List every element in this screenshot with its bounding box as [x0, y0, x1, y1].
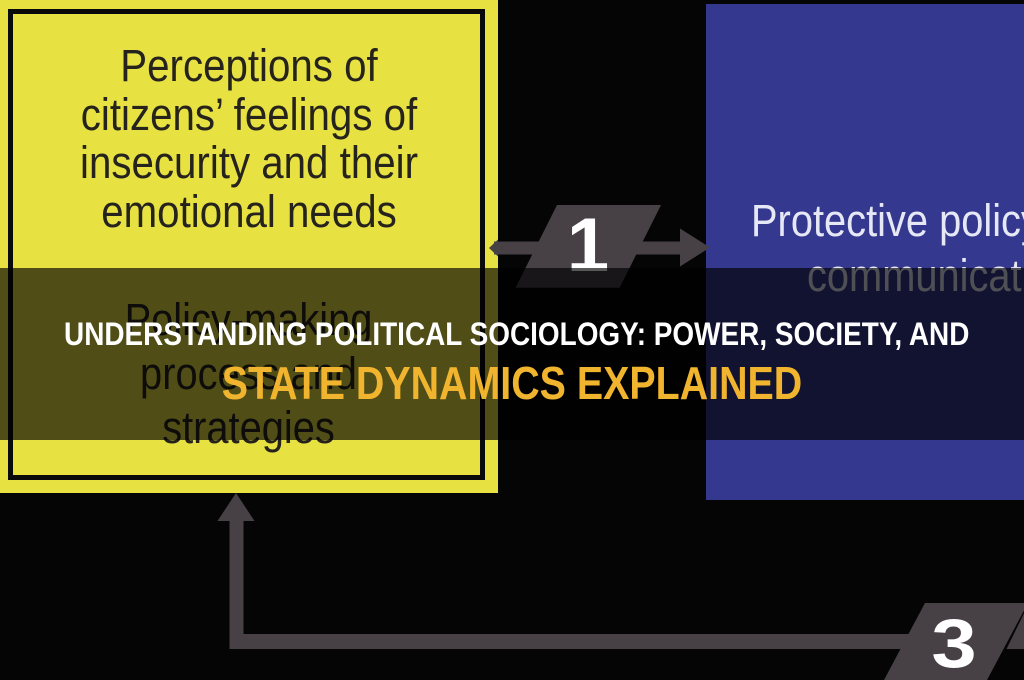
svg-text:3: 3	[931, 605, 976, 680]
